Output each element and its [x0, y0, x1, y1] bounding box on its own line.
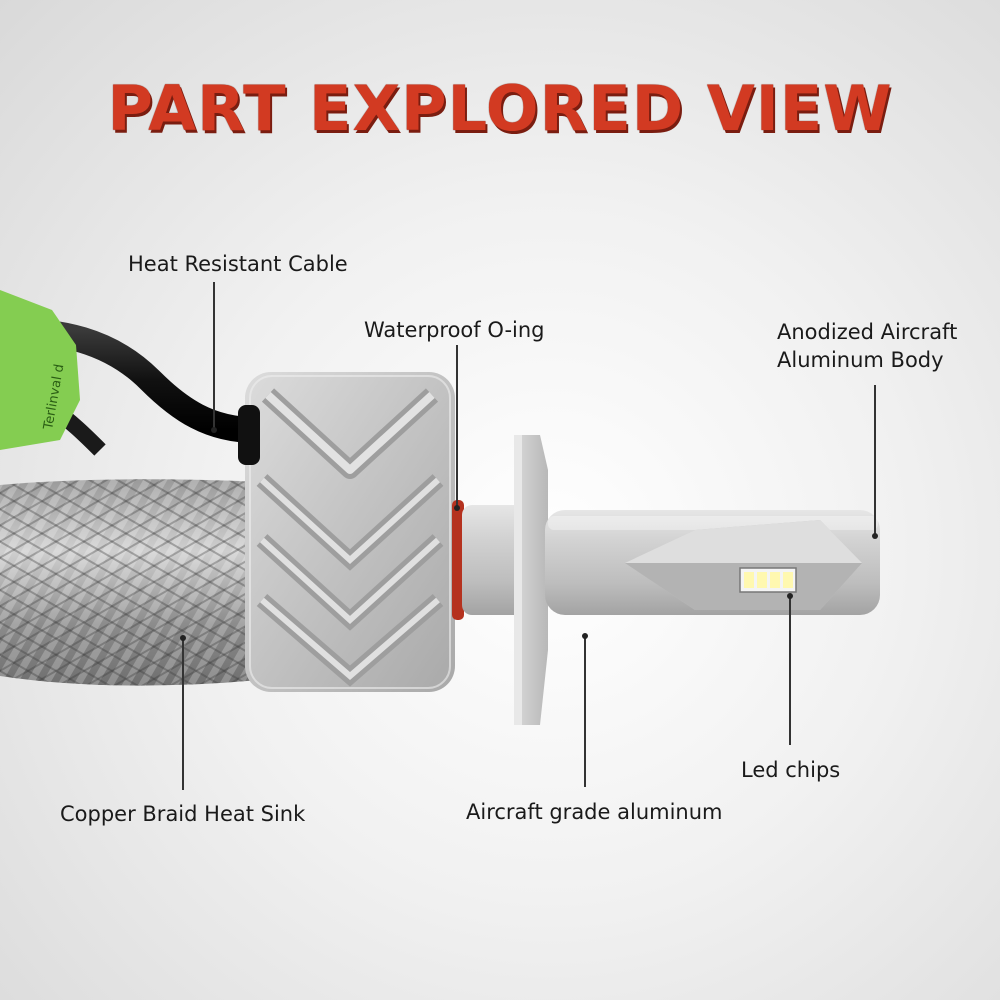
- label-anodized-body-line1: Anodized Aircraft: [777, 320, 958, 344]
- housing: [238, 372, 455, 692]
- label-copper-braid-heat-sink: Copper Braid Heat Sink: [60, 802, 306, 826]
- label-waterproof-oring: Waterproof O-ing: [364, 318, 545, 342]
- leader-lines: [182, 282, 876, 790]
- green-sticker: Terlinval d: [0, 290, 80, 450]
- led-chips: [739, 567, 797, 593]
- leader-dots: [180, 427, 878, 641]
- label-led-chips: Led chips: [741, 758, 841, 782]
- copper-braid: [0, 479, 260, 686]
- page-title: PART EXPLORED VIEW: [107, 72, 893, 145]
- flange: [514, 435, 548, 725]
- label-anodized-body-line2: Aluminum Body: [777, 348, 944, 372]
- label-aircraft-grade-aluminum: Aircraft grade aluminum: [466, 800, 723, 824]
- o-ring: [452, 500, 464, 620]
- label-anodized-body: Anodized Aircraft Aluminum Body: [777, 318, 957, 374]
- label-heat-resistant-cable: Heat Resistant Cable: [128, 252, 348, 276]
